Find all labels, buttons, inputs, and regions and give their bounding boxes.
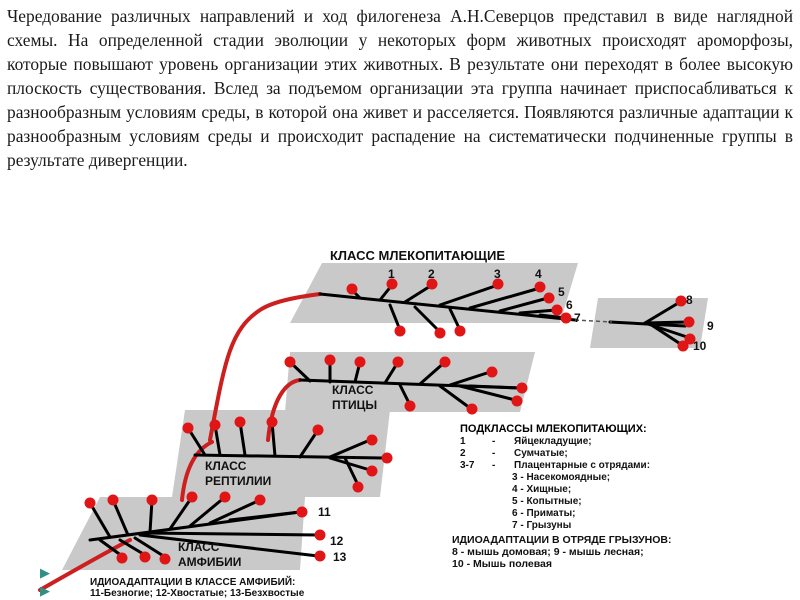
number-12: 12 — [330, 534, 344, 548]
order-row: 7 - Грызуны — [512, 520, 572, 531]
amphibia-note: ИДИОАДАПТАЦИИ В КЛАССЕ АМФИБИЙ: 11-Безно… — [90, 577, 304, 599]
label-amphibians-2: АМФИБИИ — [178, 555, 241, 569]
number-10: 10 — [693, 339, 707, 353]
label-birds-1: КЛАСС — [332, 383, 374, 397]
number-3: 3 — [494, 267, 501, 281]
plane-birds — [285, 352, 535, 412]
number-5: 5 — [558, 285, 565, 299]
plane-reptiles — [172, 410, 390, 497]
number-13: 13 — [333, 550, 347, 564]
subclasses-title: ПОДКЛАССЫ МЛЕКОПИТАЮЩИХ: — [460, 423, 647, 435]
rodents-title: ИДИОАДАПТАЦИИ В ОТРЯДЕ ГРЫЗУНОВ: — [452, 534, 672, 546]
number-11: 11 — [318, 505, 331, 519]
rodents-line-2: 10 - Мышь полевая — [452, 558, 552, 570]
label-amphibians-1: КЛАСС — [178, 540, 220, 554]
amphibia-line-1: 11-Безногие; 12-Хвостатые; 13-Безхвостые — [90, 588, 305, 599]
subclass-row: 3-7-Плацентарные с отрядами: — [460, 460, 651, 471]
intro-paragraph: Чередование различных направлений и ход … — [7, 6, 793, 170]
label-birds-2: ПТИЦЫ — [332, 398, 377, 412]
arrow-right-icon: ▶ — [40, 583, 50, 598]
subclass-row: 1-Яйцекладущие; — [460, 436, 592, 447]
label-reptiles-2: РЕПТИЛИИ — [205, 474, 271, 488]
label-reptiles-1: КЛАСС — [205, 459, 247, 473]
trunk-lines — [38, 292, 322, 592]
order-row: 4 - Хищные; — [512, 484, 572, 495]
order-row: 6 - Приматы; — [512, 508, 576, 519]
amphibia-title: ИДИОАДАПТАЦИИ В КЛАССЕ АМФИБИЙ: — [90, 577, 296, 588]
order-row: 3 - Насекомоядные; — [512, 472, 611, 483]
branch-numbers: 1 2 3 4 5 6 7 8 9 10 11 12 13 — [318, 267, 714, 564]
rodents-line-1: 8 - мышь домовая; 9 - мышь лесная; — [452, 546, 644, 558]
nodes — [84, 278, 696, 565]
label-mammals: КЛАСС МЛЕКОПИТАЮЩИЕ — [330, 248, 505, 263]
number-8: 8 — [686, 293, 693, 307]
connector-dashed — [574, 319, 613, 323]
number-9: 9 — [707, 319, 714, 333]
number-7: 7 — [574, 311, 581, 325]
number-1: 1 — [388, 267, 395, 281]
subclasses-list: 1-Яйцекладущие; 2-Сумчатые; 3-7-Плацента… — [460, 436, 650, 532]
number-6: 6 — [566, 298, 573, 312]
number-2: 2 — [428, 267, 435, 281]
subclass-row: 2-Сумчатые; — [460, 448, 568, 459]
arrow-right-icon: ▶ — [40, 565, 50, 580]
number-4: 4 — [535, 267, 542, 281]
order-row: 5 - Копытные; — [512, 496, 582, 507]
rodents-note: ИДИОАДАПТАЦИИ В ОТРЯДЕ ГРЫЗУНОВ: 8 - мыш… — [452, 534, 672, 570]
